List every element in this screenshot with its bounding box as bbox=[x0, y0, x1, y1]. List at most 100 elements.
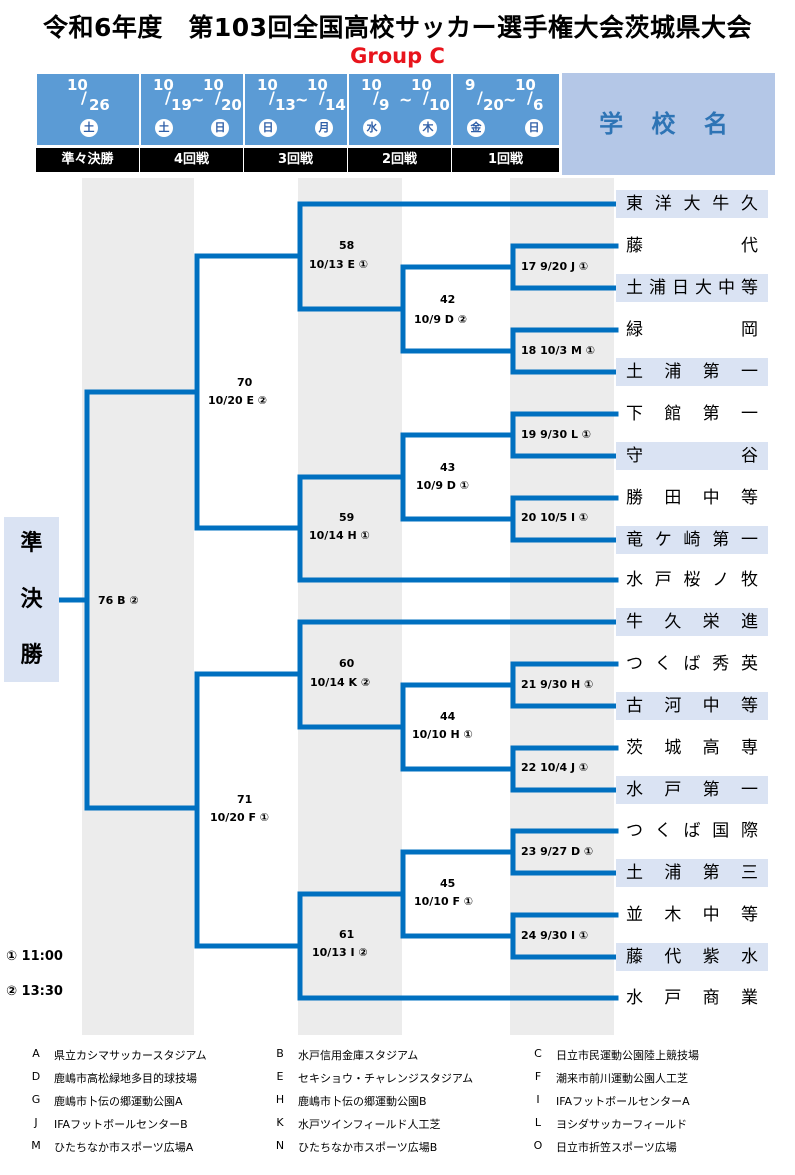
month: 10 bbox=[203, 76, 224, 94]
match-no-r3: 58 bbox=[339, 239, 355, 252]
team-row: 牛久栄進 bbox=[616, 608, 768, 636]
match-info-r2: 10/10 H ① bbox=[412, 728, 473, 741]
weekday-badge: 木 bbox=[419, 119, 437, 137]
team-row: 土浦日大中等 bbox=[616, 274, 768, 302]
day: 6 bbox=[533, 96, 544, 114]
match-no-r3: 60 bbox=[339, 657, 355, 670]
slash: / bbox=[215, 88, 221, 107]
team-row: 並木中等 bbox=[616, 901, 768, 929]
semifinal-char: 勝 bbox=[20, 643, 43, 668]
slash: / bbox=[373, 88, 379, 107]
round-label-qf: 準々決勝 bbox=[36, 148, 140, 172]
semifinal-box: 準 決 勝 bbox=[4, 517, 59, 682]
team-name: 藤代 bbox=[626, 236, 758, 256]
match-info-r2: 10/9 D ① bbox=[416, 479, 470, 492]
team-name: 土浦第三 bbox=[626, 863, 758, 883]
schedule-cell-r4: 10 / 19 10 / 20 ~ 土 日 bbox=[140, 73, 244, 146]
slash: / bbox=[165, 88, 171, 107]
team-row: つくば秀英 bbox=[616, 650, 768, 678]
round-band-r1 bbox=[510, 178, 614, 1035]
day: 20 bbox=[221, 96, 242, 114]
match-no-r2: 44 bbox=[440, 710, 456, 723]
team-row: 水戸商業 bbox=[616, 984, 768, 1012]
match-info-r4: 10/20 F ① bbox=[210, 811, 270, 824]
team-row: 下館第一 bbox=[616, 400, 768, 428]
day: 13 bbox=[275, 96, 296, 114]
round-label-r2: 2回戦 bbox=[348, 148, 452, 172]
tilde: ~ bbox=[399, 90, 413, 109]
match-no-r4: 70 bbox=[237, 376, 253, 389]
schedule-cell-r1: 9 / 20 10 / 6 ~ 金 日 bbox=[452, 73, 560, 146]
weekday-badge: 月 bbox=[315, 119, 333, 137]
match-label-qf: 76 B ② bbox=[98, 594, 139, 607]
slash: / bbox=[319, 88, 325, 107]
match-no-r3: 61 bbox=[339, 928, 355, 941]
slash: / bbox=[477, 88, 483, 107]
tilde: ~ bbox=[503, 90, 517, 109]
team-row: 藤代 bbox=[616, 232, 768, 260]
day: 20 bbox=[483, 96, 504, 114]
team-name: 古河中等 bbox=[626, 696, 758, 716]
slash: / bbox=[423, 88, 429, 107]
team-name: つくば秀英 bbox=[626, 654, 758, 674]
schedule-cell-qf: 10 / 26 土 bbox=[36, 73, 140, 146]
month: 10 bbox=[361, 76, 382, 94]
team-row: 緑岡 bbox=[616, 316, 768, 344]
match-no-r2: 42 bbox=[440, 293, 456, 306]
team-name: 茨城高専 bbox=[626, 738, 758, 758]
round-label-r4: 4回戦 bbox=[140, 148, 244, 172]
weekday-badge: 金 bbox=[467, 119, 485, 137]
team-row: 竜ケ崎第一 bbox=[616, 526, 768, 554]
match-info-r3: 10/13 I ② bbox=[312, 946, 368, 959]
team-name: 牛久栄進 bbox=[626, 612, 758, 632]
weekday-badge: 水 bbox=[363, 119, 381, 137]
month: 10 bbox=[257, 76, 278, 94]
month: 10 bbox=[67, 76, 88, 94]
team-name: 下館第一 bbox=[626, 404, 758, 424]
schedule-cell-r2: 10 / 9 10 / 10 ~ 水 木 bbox=[348, 73, 452, 146]
match-no-r2: 43 bbox=[440, 461, 456, 474]
match-no-r3: 59 bbox=[339, 511, 355, 524]
team-row: 守谷 bbox=[616, 442, 768, 470]
match-info-r4: 10/20 E ② bbox=[208, 394, 268, 407]
team-row: 勝田中等 bbox=[616, 484, 768, 512]
weekday-badge: 土 bbox=[155, 119, 173, 137]
weekday-badge: 日 bbox=[525, 119, 543, 137]
team-name: 並木中等 bbox=[626, 905, 758, 925]
team-row: 水戸桜ノ牧 bbox=[616, 566, 768, 594]
match-label-r1: 22 10/4 J ① bbox=[521, 761, 589, 774]
month: 10 bbox=[411, 76, 432, 94]
team-row: 土浦第三 bbox=[616, 859, 768, 887]
team-name: 竜ケ崎第一 bbox=[626, 530, 758, 550]
round-band-qf bbox=[82, 178, 194, 1035]
team-name: 勝田中等 bbox=[626, 488, 758, 508]
weekday-badge: 日 bbox=[211, 119, 229, 137]
team-row: 水戸第一 bbox=[616, 776, 768, 804]
team-name: 水戸商業 bbox=[626, 988, 758, 1008]
team-name: 緑岡 bbox=[626, 320, 758, 340]
day: 9 bbox=[379, 96, 390, 114]
semifinal-char: 決 bbox=[20, 587, 43, 612]
group-subtitle: Group C bbox=[350, 44, 445, 68]
month: 10 bbox=[153, 76, 174, 94]
team-row: 古河中等 bbox=[616, 692, 768, 720]
match-info-r3: 10/14 K ② bbox=[310, 676, 371, 689]
team-name: 東洋大牛久 bbox=[626, 194, 758, 214]
match-label-r1: 19 9/30 L ① bbox=[521, 428, 592, 441]
team-name: 土浦第一 bbox=[626, 362, 758, 382]
match-label-r1: 17 9/20 J ① bbox=[521, 260, 589, 273]
team-row: 東洋大牛久 bbox=[616, 190, 768, 218]
slash: / bbox=[81, 88, 87, 107]
match-label-r1: 24 9/30 I ① bbox=[521, 929, 589, 942]
match-info-r2: 10/10 F ① bbox=[414, 895, 474, 908]
kickoff-time-1: ① 11:00 bbox=[6, 949, 63, 964]
bracket-r2-43 bbox=[400, 432, 516, 522]
school-name-header: 学 校 名 bbox=[562, 73, 775, 175]
slash: / bbox=[527, 88, 533, 107]
tilde: ~ bbox=[191, 90, 205, 109]
weekday-badge: 日 bbox=[259, 119, 277, 137]
team-name: 守谷 bbox=[626, 446, 758, 466]
tilde: ~ bbox=[295, 90, 309, 109]
team-row: 茨城高専 bbox=[616, 734, 768, 762]
